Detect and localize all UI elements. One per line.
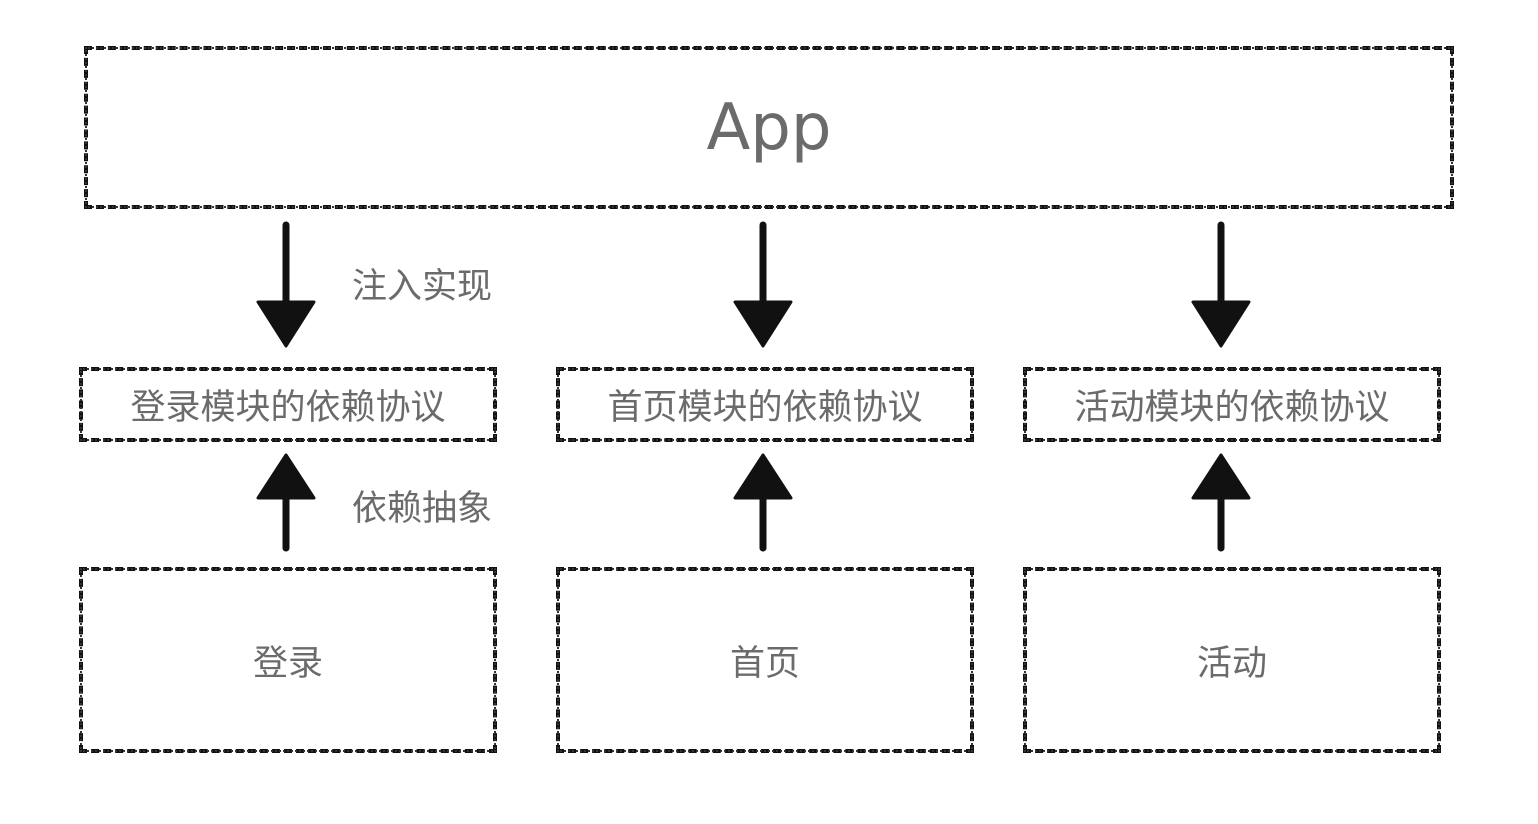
login-protocol-label: 登录模块的依赖协议 <box>130 388 446 428</box>
arrow-login-module-to-protocol <box>256 453 316 552</box>
app-label: App <box>706 90 832 165</box>
login-protocol-box: 登录模块的依赖协议 <box>79 367 497 442</box>
inject-implementation-label: 注入实现 <box>352 267 493 307</box>
login-module-label: 登录 <box>252 643 323 684</box>
activity-module-box: 活动 <box>1023 567 1441 753</box>
activity-protocol-box: 活动模块的依赖协议 <box>1023 367 1441 442</box>
home-module-label: 首页 <box>729 643 800 684</box>
home-protocol-box: 首页模块的依赖协议 <box>556 367 974 442</box>
home-module-box: 首页 <box>556 567 974 753</box>
arrow-home-module-to-protocol <box>733 453 793 552</box>
arrow-app-to-login-protocol <box>256 221 316 348</box>
depend-abstraction-label: 依赖抽象 <box>352 489 493 529</box>
login-module-box: 登录 <box>79 567 497 753</box>
activity-protocol-label: 活动模块的依赖协议 <box>1074 388 1390 428</box>
home-protocol-label: 首页模块的依赖协议 <box>607 388 923 428</box>
arrow-activity-module-to-protocol <box>1191 453 1251 552</box>
arrow-app-to-activity-protocol <box>1191 221 1251 348</box>
arrow-app-to-home-protocol <box>733 221 793 348</box>
activity-module-label: 活动 <box>1196 643 1267 684</box>
app-box: App <box>84 46 1454 209</box>
